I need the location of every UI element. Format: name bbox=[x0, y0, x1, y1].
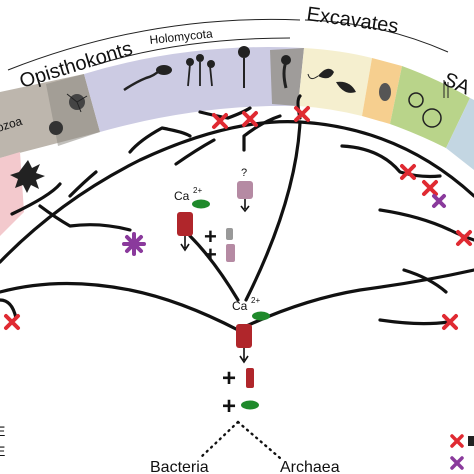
plus-sign: + bbox=[204, 224, 217, 249]
gain-marker-legend bbox=[450, 456, 464, 470]
sensor-green-icon bbox=[241, 400, 259, 410]
ca-label-root: Ca bbox=[232, 299, 248, 313]
arrow-down-icon bbox=[239, 348, 249, 364]
plus-sign: + bbox=[204, 242, 217, 267]
legend-text: E bbox=[0, 423, 5, 439]
calcium-sensor-icon bbox=[252, 311, 270, 321]
tree-holo-3 bbox=[198, 106, 252, 120]
euglenid-silhouette bbox=[336, 81, 356, 93]
archaea-label: Archaea bbox=[280, 459, 340, 474]
loss-markers bbox=[4, 106, 472, 330]
diatom-silhouette bbox=[408, 80, 449, 128]
gain-markers bbox=[122, 194, 446, 256]
legend-swatch bbox=[468, 436, 474, 446]
channel-red-icon bbox=[246, 368, 254, 388]
phylogeny-tree bbox=[0, 94, 474, 332]
loss-marker-legend bbox=[450, 434, 464, 448]
question-mark: ? bbox=[241, 167, 247, 179]
organism-silhouettes bbox=[10, 46, 449, 193]
arrow-down-icon bbox=[240, 199, 250, 213]
gain-marker bbox=[432, 194, 446, 208]
tree-right-5 bbox=[378, 318, 450, 326]
calcium-sensor-icon bbox=[192, 199, 210, 209]
ca-superscript-top: 2+ bbox=[193, 186, 202, 195]
tree-branch-main-left bbox=[0, 281, 240, 332]
bacteria-origin-line bbox=[198, 420, 240, 460]
channel-mauve: ? bbox=[237, 167, 253, 213]
choanoflagellate-silhouette bbox=[66, 93, 88, 113]
excavates-band bbox=[298, 48, 372, 116]
loss-marker bbox=[4, 314, 20, 330]
tree-left-2 bbox=[38, 204, 132, 232]
tree-left-3 bbox=[68, 170, 98, 198]
calcium-channel-icon bbox=[177, 212, 193, 236]
grey-channel-icon bbox=[226, 228, 233, 240]
amoeba-silhouette bbox=[10, 121, 63, 193]
legend-text: E bbox=[0, 443, 5, 459]
opisthokonts-bracket bbox=[7, 18, 301, 71]
mauve-channel-icon bbox=[237, 181, 253, 199]
tree-holo-4 bbox=[242, 114, 282, 152]
gain-marker bbox=[122, 232, 146, 256]
holomycota-band bbox=[84, 47, 304, 133]
tree-inner-arc bbox=[0, 120, 474, 264]
mauve-channel-icon bbox=[226, 244, 235, 262]
loss-marker bbox=[212, 113, 228, 129]
archaea-origin-line bbox=[236, 420, 282, 460]
loss-marker bbox=[294, 106, 310, 122]
mushroom-cluster-silhouette bbox=[186, 54, 215, 87]
plus-sign: + bbox=[222, 365, 236, 392]
excavates-green-tile bbox=[390, 66, 470, 148]
loss-marker bbox=[422, 180, 438, 196]
tree-center-stem bbox=[188, 234, 240, 302]
loss-marker bbox=[400, 164, 416, 180]
tree-branch-main-right bbox=[236, 268, 474, 332]
tree-holo-2 bbox=[174, 138, 216, 166]
sar-band bbox=[446, 98, 474, 170]
excavates-bracket bbox=[304, 19, 449, 53]
loss-marker bbox=[442, 314, 458, 330]
holomycota-dark-tile bbox=[270, 48, 304, 106]
ca-label-top: Ca bbox=[174, 189, 190, 203]
loss-marker bbox=[456, 230, 472, 246]
tree-holo-1 bbox=[128, 126, 192, 154]
flagellate-silhouette bbox=[307, 68, 334, 80]
arrow-down-icon bbox=[180, 236, 190, 252]
ca-superscript-root: 2+ bbox=[251, 296, 260, 305]
calcium-channel-icon bbox=[236, 324, 252, 348]
plus-sign: + bbox=[222, 393, 236, 420]
pink-band bbox=[0, 152, 24, 236]
holomycota-label: Holomycota bbox=[149, 26, 214, 47]
legend-right-partial bbox=[450, 434, 474, 470]
tree-right-2 bbox=[340, 144, 442, 179]
excavates-label: Excavates bbox=[305, 3, 399, 38]
clade-bands bbox=[0, 47, 474, 236]
tree-right-stem bbox=[244, 120, 302, 302]
tree-right-4 bbox=[402, 268, 448, 294]
loss-marker bbox=[242, 111, 258, 127]
channel-gain-top: Ca 2+ bbox=[174, 186, 210, 252]
holomycota-bracket bbox=[91, 37, 291, 67]
legend-left-partial: E E bbox=[0, 423, 5, 459]
channel-gain-list: + + bbox=[204, 224, 235, 267]
ciliate-silhouette bbox=[379, 83, 391, 101]
slime-mold-silhouette bbox=[281, 55, 291, 89]
stalked-fungus-silhouette bbox=[238, 46, 250, 88]
fungus-hyphae-silhouette bbox=[123, 65, 172, 92]
tree-left-4 bbox=[0, 298, 18, 320]
channel-root: Ca 2+ + + bbox=[222, 296, 270, 420]
tree-left-1 bbox=[10, 182, 62, 216]
bacteria-label: Bacteria bbox=[150, 459, 209, 474]
group-brackets bbox=[7, 18, 449, 71]
